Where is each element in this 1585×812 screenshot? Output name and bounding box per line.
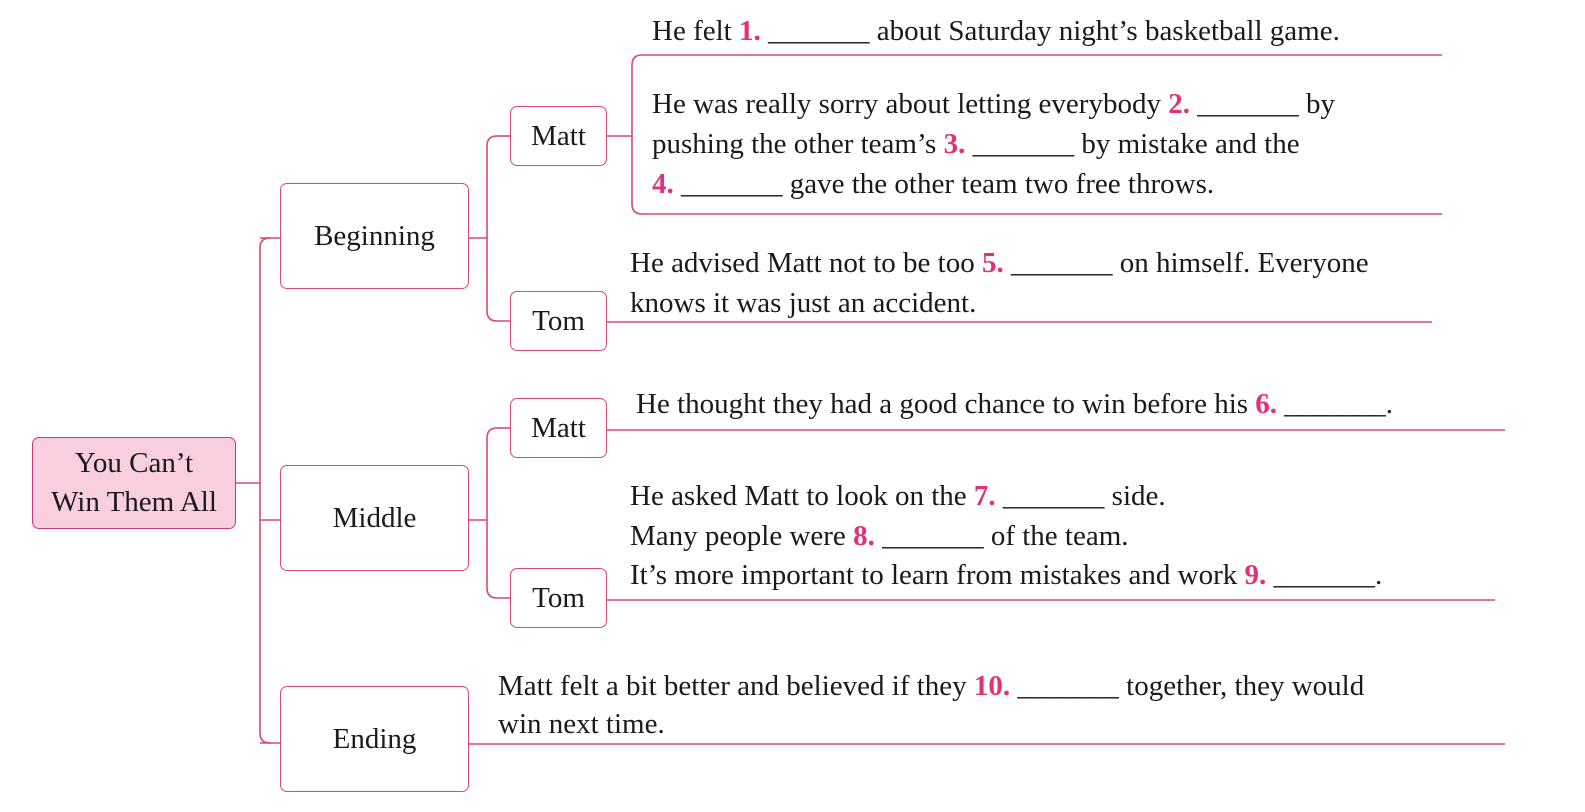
middle-matt-line-1: He thought they had a good chance to win…	[636, 388, 1394, 420]
ending-line-2: win next time.	[498, 708, 665, 740]
connector-middle-fork	[486, 427, 510, 599]
character-middle-tom: Tom	[510, 568, 607, 628]
section-middle: Middle	[280, 465, 469, 571]
blank-4: _______	[681, 168, 783, 200]
blank-number-7: 7.	[973, 480, 996, 512]
blank-3: _______	[972, 128, 1075, 160]
ending-line-1: Matt felt a bit better and believed if t…	[498, 670, 1365, 702]
middle-tom-line-3: It’s more important to learn from mistak…	[630, 559, 1383, 591]
middle-tom-line-2: Many people were 8. _______ of the team.	[630, 520, 1129, 552]
blank-number-5: 5.	[981, 247, 1004, 279]
beginning-matt-line-1: He felt 1. _______ about Saturday night’…	[652, 15, 1340, 47]
beginning-matt-line-4: 4. _______ gave the other team two free …	[652, 168, 1215, 200]
character-middle-matt: Matt	[510, 398, 607, 458]
blank-number-9: 9.	[1244, 559, 1267, 591]
blank-9: _______	[1273, 559, 1376, 591]
root-node-title: You Can’t Win Them All	[32, 437, 236, 529]
blank-5: _______	[1010, 247, 1113, 279]
beginning-matt-line-2: He was really sorry about letting everyb…	[652, 88, 1335, 120]
section-beginning: Beginning	[280, 183, 469, 289]
middle-tom-line-1: He asked Matt to look on the 7. _______ …	[630, 480, 1166, 512]
blank-number-3: 3.	[943, 128, 966, 160]
beginning-tom-line-1: He advised Matt not to be too 5. _______…	[630, 247, 1369, 279]
blank-7: _______	[1002, 480, 1105, 512]
bracket-beginning-matt	[631, 54, 1442, 215]
blank-number-10: 10.	[973, 670, 1011, 702]
character-beginning-tom: Tom	[510, 291, 607, 351]
root-title-line2: Win Them All	[51, 486, 217, 518]
blank-1: _______	[767, 15, 870, 47]
blank-number-8: 8.	[853, 520, 875, 552]
connector-beginning-fork	[486, 135, 510, 322]
blank-number-4: 4.	[652, 168, 674, 200]
beginning-matt-line-3: pushing the other team’s 3. _______ by m…	[652, 128, 1300, 160]
blank-number-2: 2.	[1168, 88, 1190, 120]
blank-2: _______	[1197, 88, 1299, 120]
character-beginning-matt: Matt	[510, 106, 607, 166]
blank-number-6: 6.	[1255, 388, 1278, 420]
blank-8: _______	[882, 520, 984, 552]
blank-6: _______	[1284, 388, 1386, 420]
blank-number-1: 1.	[738, 15, 761, 47]
blank-10: _______	[1017, 670, 1119, 702]
root-title-line1: You Can’t	[74, 447, 194, 479]
connector-trunk	[259, 237, 271, 744]
beginning-tom-line-2: knows it was just an accident.	[630, 287, 977, 319]
section-ending: Ending	[280, 686, 469, 792]
